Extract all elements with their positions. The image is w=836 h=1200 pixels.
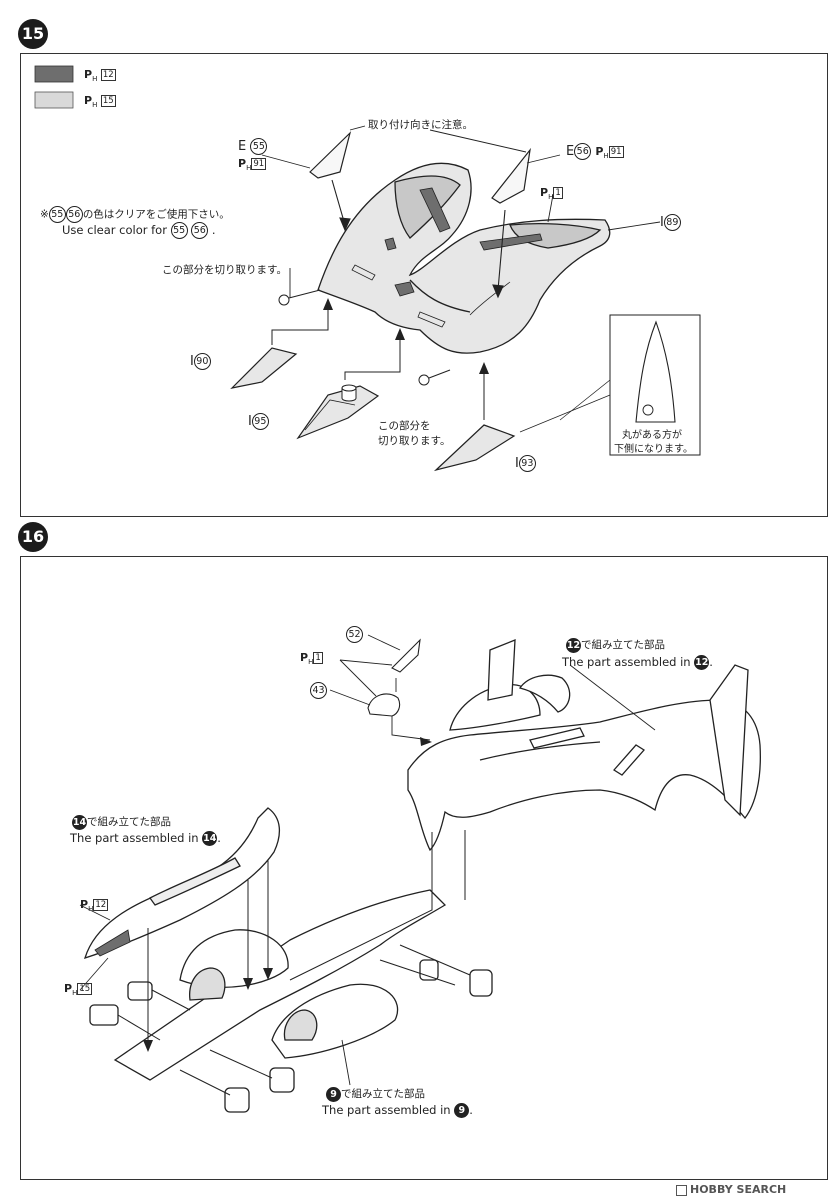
cut-note-2-line2: 切り取ります。 [378, 435, 451, 447]
assembled-9-en: The part assembled in 9. [322, 1103, 473, 1118]
chassis-assembly [89, 889, 493, 1113]
part-e56-fin [491, 147, 531, 204]
part-i93 [433, 424, 516, 472]
part-43-label: 43 [310, 682, 327, 699]
body-shell [317, 162, 611, 354]
assembled-12-jp: 12で組み立てた部品 [566, 637, 665, 653]
cut-note-2-line1: この部分を [378, 420, 431, 432]
part-i95 [296, 385, 380, 440]
part-e55-label: E 55 [238, 138, 268, 155]
body-dark-strips [384, 187, 543, 297]
nose-assembly [84, 807, 280, 959]
legend-ph15-label: PH 15 [84, 94, 116, 110]
legend-swatch-light [34, 91, 74, 109]
hobbysearch-logo-icon [676, 1184, 687, 1196]
hobbysearch-watermark: HOBBY SEARCH [676, 1183, 786, 1196]
cut-note-1: この部分を切り取ります。 [162, 264, 287, 276]
upper-body-assembly [407, 639, 761, 852]
assembled-12-en: The part assembled in 12. [562, 655, 713, 670]
part-i90 [230, 347, 298, 389]
orientation-note: 取り付け向きに注意。 [368, 119, 473, 131]
assembled-14-en: The part assembled in 14. [70, 831, 221, 846]
step-15-badge: 15 [18, 19, 48, 49]
legend-ph12-label: PH 12 [84, 68, 116, 84]
legend-swatch-dark [34, 65, 74, 83]
part-43 [367, 693, 401, 717]
part-e55-fin [309, 131, 352, 179]
step-16-badge: 16 [18, 522, 48, 552]
assembled-14-jp: 14で組み立てた部品 [72, 814, 171, 830]
clear-color-note-en: Use clear color for 55 56 . [62, 222, 216, 239]
inset-note-line1: 丸がある方が [622, 430, 682, 441]
inset-note-line2: 下側になります。 [614, 444, 693, 455]
part-52 [391, 638, 421, 673]
part-52-label: 52 [346, 626, 363, 643]
